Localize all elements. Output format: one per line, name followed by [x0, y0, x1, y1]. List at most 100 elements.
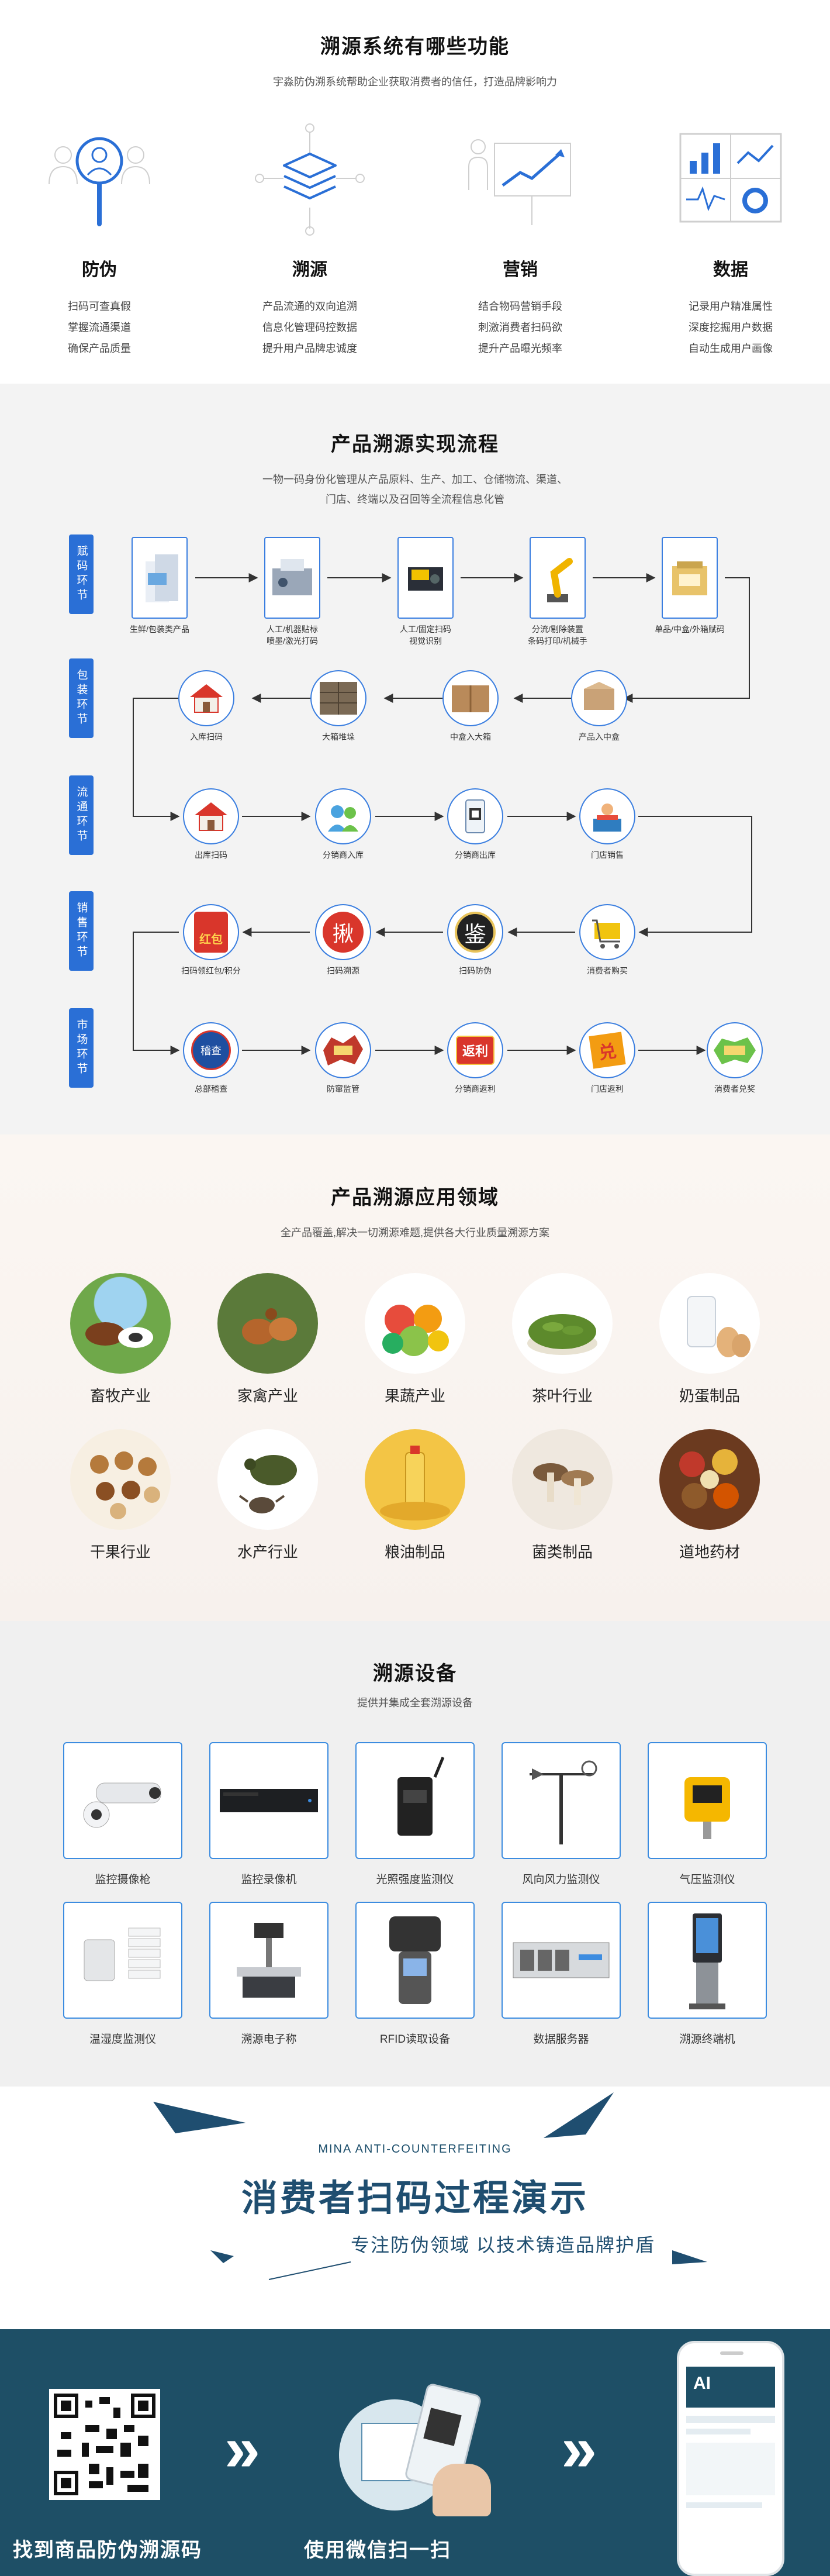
dev-label: 数据服务器 — [533, 2033, 589, 2046]
process-title: 产品溯源实现流程 — [331, 433, 499, 456]
app-label: 水产行业 — [237, 1543, 298, 1561]
app-label: 茶叶行业 — [531, 1387, 593, 1405]
proc-node-distributor-out: 分销商出库 — [420, 788, 531, 861]
proc-node-scanning: 人工/固定扫码 视觉识别 — [370, 537, 481, 647]
shopping-cart-icon — [579, 904, 635, 960]
light-sensor-image — [355, 1742, 475, 1859]
func-anti-counterfeit: 防伪 扫码可查真假 掌握流通渠道 确保产品质量 — [18, 120, 181, 359]
app-mushrooms: 菌类制品 — [504, 1429, 621, 1562]
proc-label: 分销商返利 — [455, 1084, 496, 1094]
devices-title: 溯源设备 — [373, 1663, 457, 1685]
mid-box-image — [571, 670, 627, 726]
fresh-product-image — [132, 537, 188, 619]
warehouse-house-icon — [183, 788, 239, 844]
proc-node-red-envelope: 红包 扫码领红包/积分 — [155, 904, 267, 977]
func-marketing: 营销 结合物码营销手段 刺激消费者扫码欲 提升产品曝光频率 — [438, 120, 602, 359]
device-terminal: 溯源终端机 — [648, 1902, 767, 2046]
printer-image — [662, 537, 718, 619]
red-envelope-glyph: 红包 — [194, 912, 228, 953]
app-dried-fruit: 干果行业 — [62, 1429, 179, 1562]
proc-node-store-rebate: 兑 门店返利 — [552, 1022, 663, 1095]
dev-label: 气压监测仪 — [679, 1874, 735, 1886]
device-recorder: 监控录像机 — [209, 1742, 328, 1887]
dev-label: 光照强度监测仪 — [376, 1874, 454, 1886]
func-line: 掌握流通渠道 — [68, 322, 131, 333]
scanner-camera-image — [397, 537, 454, 619]
app-label: 粮油制品 — [384, 1543, 445, 1561]
proc-label: 分销商入库 — [323, 850, 364, 860]
proc-node-consumer-redeem: 消费者兑奖 — [679, 1022, 790, 1095]
device-camera: 监控摄像枪 — [63, 1742, 182, 1887]
proc-node-hq-inspection: 稽查 总部稽查 — [155, 1022, 267, 1095]
trace-seal-icon: 揪 — [315, 904, 371, 960]
distributor-people-icon — [315, 788, 371, 844]
trace-glyph: 揪 — [323, 912, 364, 953]
functions-section: 溯源系统有哪些功能 宇淼防伪溯系统帮助企业获取消费者的信任，打造品牌影响力 防伪… — [0, 0, 830, 384]
app-label: 奶蛋制品 — [679, 1387, 740, 1405]
proc-label: 总部稽查 — [195, 1084, 227, 1094]
fruits-vegetables-image — [365, 1273, 465, 1374]
proc-label: 中盒入大箱 — [450, 732, 491, 742]
device-humidity-sensor: 温湿度监测仪 — [63, 1902, 182, 2046]
proc-label: 消费者兑奖 — [714, 1084, 755, 1094]
func-data: 数据 记录用户精准属性 深度挖掘用户数据 自动生成用户画像 — [649, 120, 812, 359]
func-trace: 溯源 产品流通的双向追溯 信息化管理码控数据 提升用户品牌忠诚度 — [228, 120, 392, 359]
device-pressure-sensor: 气压监测仪 — [648, 1742, 767, 1887]
stack-layers-icon — [255, 123, 365, 236]
functions-subtitle: 宇淼防伪溯系统帮助企业获取消费者的信任，打造品牌影响力 — [273, 76, 557, 88]
dev-label: 温湿度监测仪 — [89, 2033, 156, 2046]
proc-label: 单品/中盒/外箱赋码 — [655, 625, 725, 634]
app-livestock: 畜牧产业 — [62, 1273, 179, 1406]
robot-arm-image — [530, 537, 586, 619]
stage-tab-market: 市场环节 — [69, 1008, 94, 1088]
banner-decor — [153, 2092, 707, 2280]
inspection-glyph: 稽查 — [191, 1030, 231, 1070]
phone-result-mockup: AI — [677, 2341, 784, 2576]
devices-subtitle: 提供并集成全套溯源设备 — [357, 1697, 473, 1709]
apps-subtitle: 全产品覆盖,解决一切溯源难题,提供各大行业质量溯源方案 — [281, 1227, 549, 1239]
proc-label: 大箱堆垛 — [322, 732, 355, 742]
proc-label: 人工/固定扫码 视觉识别 — [400, 625, 451, 646]
device-rfid-reader: RFID读取设备 — [355, 1902, 475, 2046]
proc-label: 扫码领红包/积分 — [181, 966, 241, 975]
app-fruits-vegetables: 果蔬产业 — [357, 1273, 473, 1406]
proc-label: 生鲜/包装类产品 — [130, 625, 189, 634]
proc-label: 分销商出库 — [455, 850, 496, 860]
stage-tab-packing: 包装环节 — [69, 658, 94, 738]
device-wind-sensor: 风向风力监测仪 — [502, 1742, 621, 1887]
server-image — [502, 1902, 621, 2019]
app-tea: 茶叶行业 — [504, 1273, 621, 1406]
rebate-icon: 返利 — [447, 1022, 503, 1078]
app-grain-oil: 粮油制品 — [357, 1429, 473, 1562]
labeling-machine-image — [264, 537, 320, 619]
proc-node-labeling: 人工/机器贴标 喷墨/激光打码 — [237, 537, 348, 647]
app-label: 畜牧产业 — [89, 1387, 151, 1405]
proc-node-outbound-scan: 出库扫码 — [155, 788, 267, 861]
proc-label: 分流/剔除装置 条码打印/机械手 — [528, 625, 587, 646]
dev-label: 监控录像机 — [241, 1874, 297, 1886]
proc-label: 门店返利 — [591, 1084, 624, 1094]
func-line: 记录用户精准属性 — [689, 301, 773, 312]
functions-title: 溯源系统有哪些功能 — [320, 36, 510, 58]
terminal-image — [648, 1902, 767, 2019]
inspection-badge-icon: 稽查 — [183, 1022, 239, 1078]
proc-label: 入库扫码 — [190, 732, 223, 742]
consumer-scan-banner: MINA ANTI-COUNTERFEITING 消费者扫码过程演示 专注防伪领… — [0, 2087, 830, 2329]
func-line: 扫码可查真假 — [68, 301, 131, 312]
proc-node-stacking: 大箱堆垛 — [283, 670, 394, 743]
poultry-image — [217, 1273, 318, 1374]
step-wechat-scan-label: 使用微信扫一扫 — [304, 2539, 451, 2561]
qr-phone-icon — [447, 788, 503, 844]
func-line: 提升产品曝光频率 — [478, 343, 562, 354]
process-section: 产品溯源实现流程 一物一码身份化管理从产品原料、生产、加工、仓储物流、渠道、 门… — [0, 384, 830, 1134]
presentation-chart-icon — [468, 139, 571, 225]
func-line: 刺激消费者扫码欲 — [478, 322, 562, 333]
anti-fake-glyph: 鉴 — [455, 912, 496, 953]
stacking-image — [310, 670, 366, 726]
proc-label: 产品入中盒 — [579, 732, 620, 742]
proc-label: 防窜监管 — [327, 1084, 359, 1094]
banner-subtitle: 专注防伪领域 以技术铸造品牌护盾 — [351, 2234, 655, 2256]
store-counter-icon — [579, 788, 635, 844]
recorder-image — [209, 1742, 328, 1859]
func-title: 溯源 — [292, 260, 327, 280]
